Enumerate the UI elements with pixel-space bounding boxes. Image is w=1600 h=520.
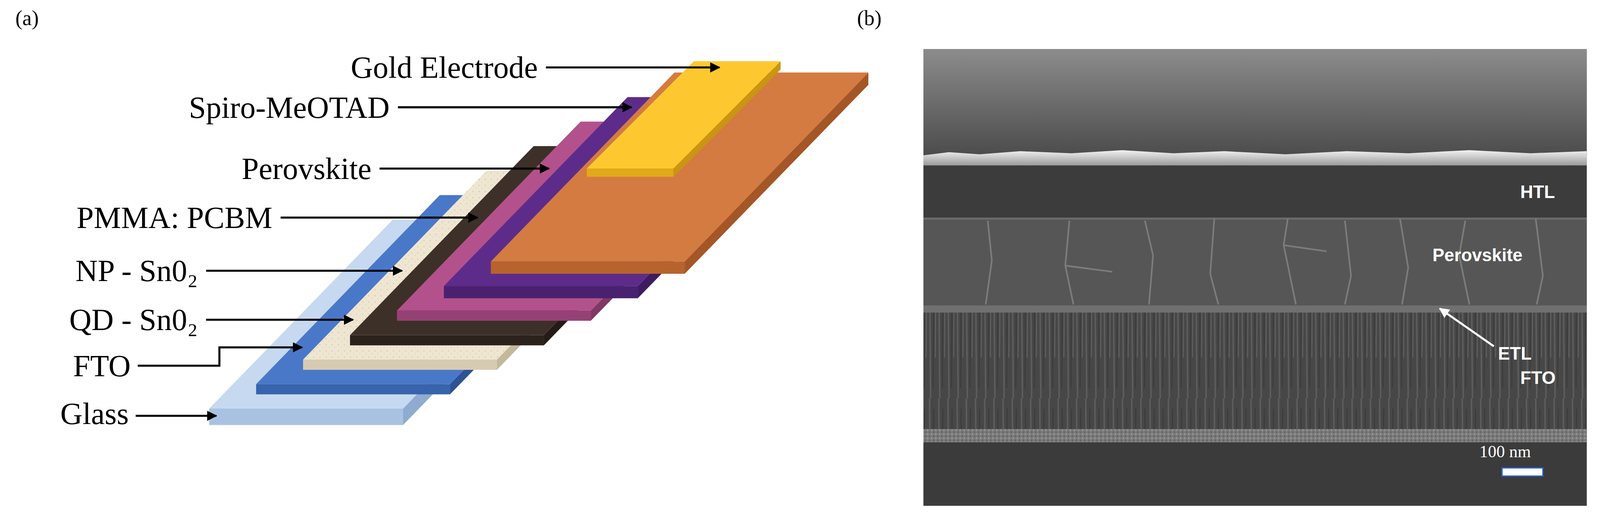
leader-arrow xyxy=(205,318,353,321)
htl-band xyxy=(923,165,1587,219)
leader-arrow xyxy=(137,347,302,366)
layer-label: Gold Electrode xyxy=(350,51,538,83)
leader-arrow xyxy=(135,414,217,417)
sem-label: Perovskite xyxy=(1432,246,1523,264)
layer-label: Perovskite xyxy=(241,152,372,184)
layer-label: Glass xyxy=(60,397,129,429)
sem-label: ETL xyxy=(1498,344,1532,363)
glass-band xyxy=(923,441,1587,506)
scale-bar xyxy=(1502,467,1543,476)
leader-arrows xyxy=(135,67,720,416)
leader-arrow xyxy=(205,269,402,272)
sem-image xyxy=(923,48,1587,506)
leader-arrow xyxy=(379,167,550,170)
panel-letter: (a) xyxy=(15,7,39,29)
grain-boundaries xyxy=(985,218,1543,305)
layer-label: PMMA: PCBM xyxy=(76,201,273,233)
layer-label: FTO xyxy=(73,350,131,381)
leader-arrow xyxy=(545,66,720,69)
gold-electrode xyxy=(586,61,781,177)
sem-label: FTO xyxy=(1520,368,1556,387)
etl-arrow xyxy=(1439,308,1494,346)
fto-band xyxy=(923,312,1587,431)
perovskite-band xyxy=(923,218,1587,307)
layer-label: Spiro-MeOTAD xyxy=(188,91,390,123)
panel-letter: (b) xyxy=(857,7,882,29)
layer-label: NP - Sn0₂ xyxy=(75,254,198,286)
etl-band xyxy=(923,305,1587,313)
layer-label: QD - Sn0₂ xyxy=(69,303,198,335)
leader-arrow xyxy=(280,216,478,219)
sem-label: HTL xyxy=(1520,182,1556,201)
fto-base xyxy=(923,428,1587,442)
gold-layer-edge xyxy=(923,150,1587,166)
leader-arrow xyxy=(397,106,632,109)
scale-label: 100 nm xyxy=(1479,442,1531,460)
